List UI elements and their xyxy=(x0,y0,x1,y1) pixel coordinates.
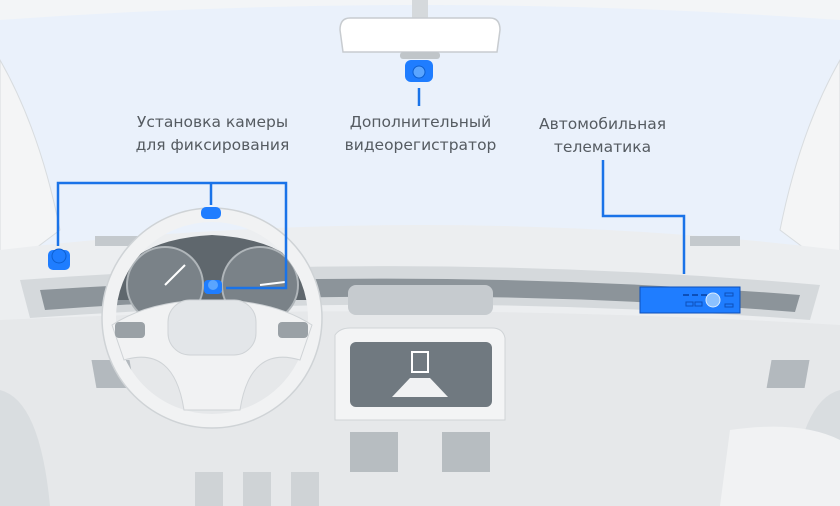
right-air-vent xyxy=(766,360,810,388)
right-a-pillar xyxy=(779,58,840,271)
telematics-pointer-line xyxy=(601,160,686,274)
camera-pointer-lines xyxy=(56,181,288,290)
rear-view-mirror xyxy=(339,17,501,53)
console-vent-right xyxy=(442,432,490,472)
camera-windshield xyxy=(201,207,221,219)
label-line: Дополнительный xyxy=(349,113,492,131)
left-a-pillar xyxy=(0,58,61,271)
center-display xyxy=(350,342,492,407)
left-defrost-vent xyxy=(95,236,140,246)
label-camera-mount: Установка камеры для фиксирования xyxy=(125,111,300,157)
label-telematics: Автомобильная телематика xyxy=(515,113,690,159)
label-line: Автомобильная xyxy=(538,115,667,133)
label-line: телематика xyxy=(553,138,652,156)
label-extra-dashcam: Дополнительный видеорегистратор xyxy=(333,111,508,157)
label-line: видеорегистратор xyxy=(344,136,497,154)
steering-hub xyxy=(167,299,257,356)
console-vent-left xyxy=(350,432,398,472)
label-line: Установка камеры xyxy=(136,113,289,131)
telematics-unit xyxy=(639,286,741,314)
label-line: для фиксирования xyxy=(135,136,290,154)
right-defrost-vent xyxy=(690,236,740,246)
